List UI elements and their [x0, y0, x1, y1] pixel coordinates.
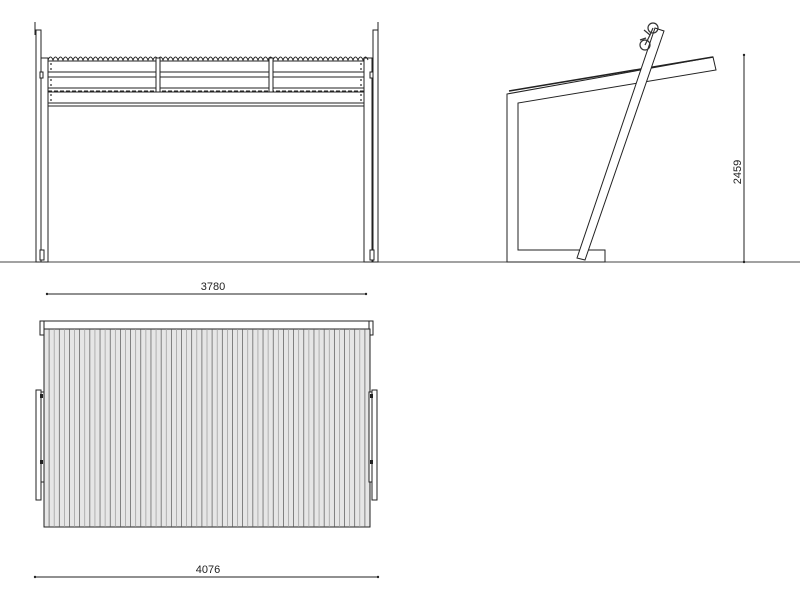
front-elevation [34, 22, 379, 263]
height-dimension: 2459 [732, 53, 746, 264]
inner-width-dimension-label: 3780 [201, 281, 225, 293]
inner-width-dimension: 3780 [45, 281, 368, 296]
height-dimension-label: 2459 [732, 160, 744, 184]
overall-width-dimension: 4076 [33, 564, 380, 579]
overall-width-dimension-label: 4076 [196, 564, 220, 576]
side-elevation [506, 22, 717, 263]
plan-view [35, 320, 378, 528]
bicycle-icon [639, 22, 659, 51]
